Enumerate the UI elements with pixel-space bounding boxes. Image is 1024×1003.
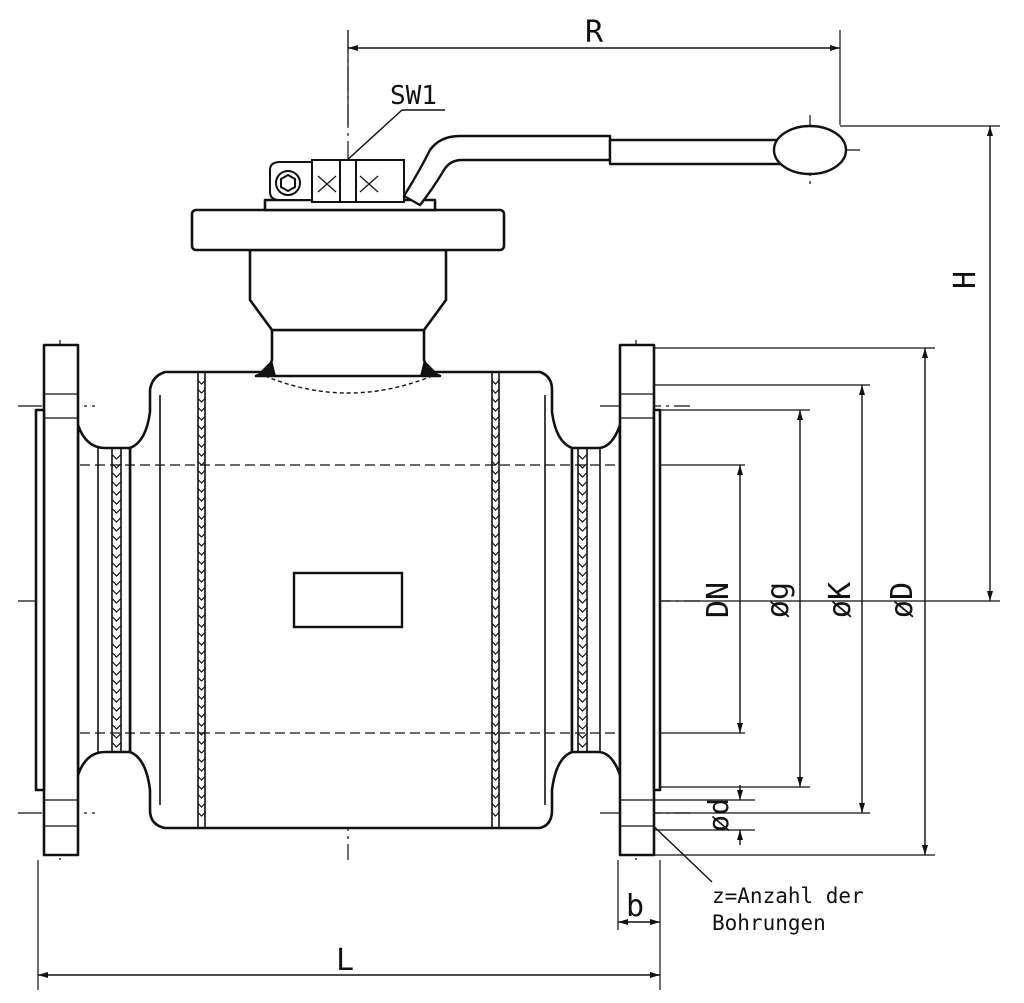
bore-lines <box>80 464 620 734</box>
label-k: øK <box>823 582 858 618</box>
label-l: L <box>336 943 354 978</box>
label-dn: DN <box>701 582 736 618</box>
label-h: H <box>948 271 983 289</box>
label-b: b <box>626 889 644 924</box>
label-d-hole: ød <box>702 798 735 832</box>
stem-hex <box>311 159 405 203</box>
label-r: R <box>585 15 604 50</box>
note-line-2: Bohrungen <box>712 911 826 935</box>
neck-weld-arc <box>264 375 433 394</box>
weld-ticks <box>112 379 587 817</box>
extension-lines <box>37 30 1000 990</box>
bolt-holes <box>44 393 654 827</box>
note-line-1: z=Anzahl der <box>712 884 864 908</box>
label-sw1: SW1 <box>390 81 437 111</box>
label-d-outer: øD <box>885 582 920 618</box>
label-g: øg <box>761 582 796 618</box>
neck-fillets <box>256 360 440 376</box>
nameplate <box>292 571 404 629</box>
weld-seams <box>97 372 601 828</box>
labels: R SW1 H DN øg øK øD ød b L z=Anzahl der … <box>336 15 983 978</box>
dimension-lines <box>38 45 993 978</box>
lock-nut <box>269 161 313 201</box>
lever-handle <box>402 124 848 207</box>
stem-housing <box>190 198 506 378</box>
